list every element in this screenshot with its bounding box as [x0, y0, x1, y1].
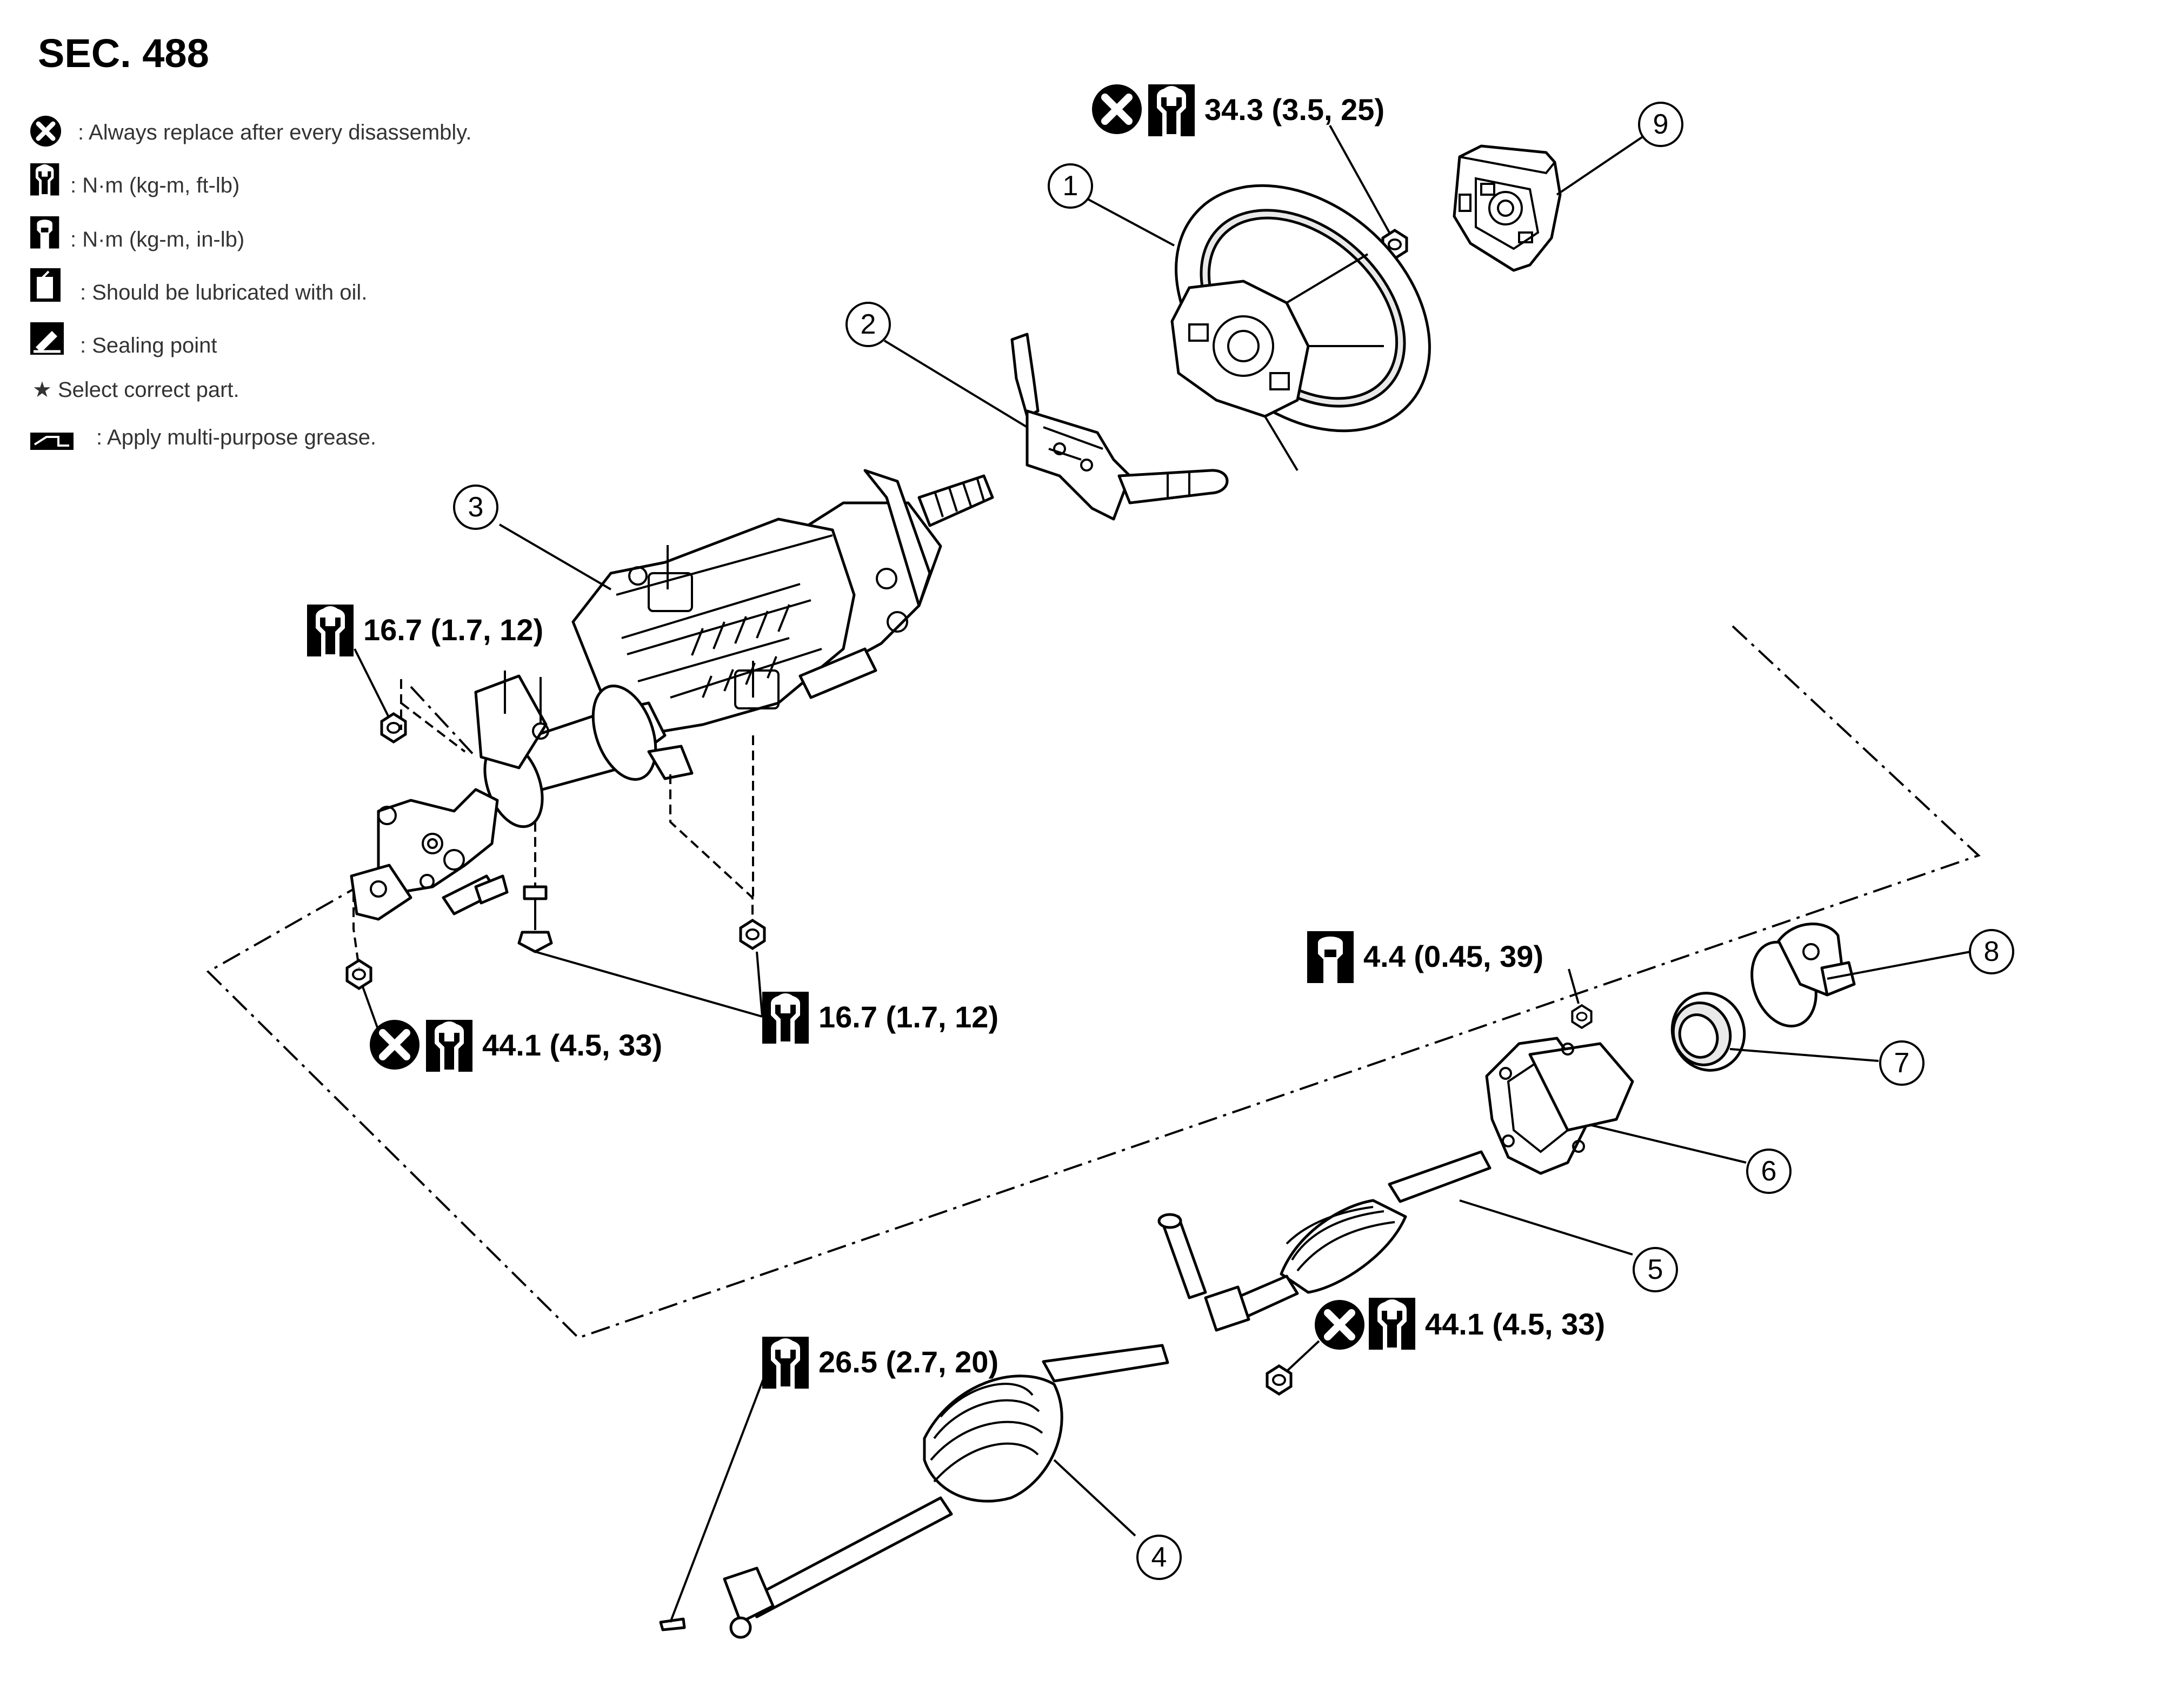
steering-column-assembly	[474, 469, 994, 828]
combination-switch	[1010, 333, 1229, 521]
torque-wrench-ft-lb-icon	[1369, 1298, 1415, 1350]
legend-item-select-part: ★ Select correct part.	[32, 378, 239, 402]
callout-6: 6	[1746, 1149, 1792, 1194]
torque-label-steering-wheel-nut: 34.3 (3.5, 25)	[1092, 84, 1384, 136]
torque-label-column-upper-nut: 16.7 (1.7, 12)	[307, 605, 543, 656]
svg-text:34.3 (3.5, 25): 34.3 (3.5, 25)	[1204, 92, 1384, 127]
svg-text:44.1 (4.5, 33): 44.1 (4.5, 33)	[1425, 1307, 1605, 1341]
svg-text:26.5 (2.7, 20): 26.5 (2.7, 20)	[818, 1345, 998, 1379]
callout-3: 3	[453, 485, 498, 530]
replace-x-icon	[1092, 84, 1142, 134]
svg-text:44.1 (4.5, 33): 44.1 (4.5, 33)	[482, 1028, 662, 1062]
svg-text:3: 3	[468, 492, 484, 523]
legend-item-torque-in-lb: : N·m (kg-m, in-lb)	[70, 228, 244, 251]
column-lower-nut	[741, 920, 764, 948]
alignment-line	[352, 679, 754, 968]
hole-cover	[1485, 1037, 1634, 1175]
legend-item-replace: : Always replace after every disassembly…	[78, 121, 471, 144]
replace-x-icon	[1315, 1300, 1364, 1350]
section-title: SEC. 488	[38, 31, 209, 76]
leader-lines	[354, 125, 1971, 1623]
oil-can-icon	[30, 268, 61, 302]
torque-wrench-ft-lb-icon	[1148, 84, 1195, 136]
torque-wrench-ft-lb-icon	[762, 992, 809, 1044]
torque-wrench-ft-lb-icon	[307, 605, 354, 656]
legend-item-sealing: : Sealing point	[80, 334, 217, 357]
torque-wrench-in-lb-icon	[30, 216, 59, 249]
callout-7: 7	[1879, 1040, 1925, 1086]
svg-text:5: 5	[1648, 1254, 1663, 1285]
clamp	[1750, 922, 1856, 1028]
torque-wrench-in-lb-icon	[1307, 931, 1354, 983]
grease-icon	[30, 433, 74, 450]
hole-cover-nut	[1572, 1005, 1591, 1028]
legend-item-torque-ft-lb: : N·m (kg-m, ft-lb)	[70, 174, 239, 197]
svg-text:6: 6	[1761, 1156, 1777, 1187]
torque-wrench-ft-lb-icon	[30, 163, 59, 196]
svg-text:1: 1	[1063, 170, 1078, 202]
svg-text:16.7 (1.7, 12): 16.7 (1.7, 12)	[818, 1000, 998, 1034]
callout-4: 4	[1136, 1535, 1182, 1580]
torque-label-gear-joint-bolt: 26.5 (2.7, 20)	[762, 1337, 998, 1389]
svg-text:8: 8	[1984, 936, 2000, 967]
upper-universal-joint	[350, 788, 509, 921]
svg-text:4: 4	[1151, 1542, 1167, 1573]
svg-text:7: 7	[1894, 1047, 1910, 1079]
lower-shaft	[659, 1344, 1169, 1639]
callout-5: 5	[1633, 1247, 1678, 1292]
callout-8: 8	[1969, 929, 2014, 974]
svg-text:4.4 (0.45, 39): 4.4 (0.45, 39)	[1363, 939, 1543, 973]
seal	[1670, 992, 1746, 1072]
svg-text:9: 9	[1653, 109, 1669, 140]
replace-x-icon	[370, 1020, 420, 1070]
assembly-boundary-line-upper	[410, 686, 477, 758]
torque-label-lower-joint-bolt: 44.1 (4.5, 33)	[1315, 1298, 1605, 1350]
upper-joint-bolt-nut	[347, 960, 371, 988]
replace-x-icon	[30, 116, 61, 147]
intermediate-shaft	[1157, 1150, 1491, 1332]
callout-2: 2	[845, 302, 891, 347]
sealing-point-icon	[30, 322, 64, 355]
legend: : Always replace after every disassembly…	[30, 116, 471, 450]
callout-9: 9	[1638, 102, 1683, 147]
air-bag-module	[1453, 144, 1562, 272]
torque-label-column-lower-bolts: 16.7 (1.7, 12)	[762, 992, 998, 1044]
column-lower-bolt	[517, 885, 553, 953]
svg-text:16.7 (1.7, 12): 16.7 (1.7, 12)	[363, 613, 543, 647]
legend-item-lubricate: : Should be lubricated with oil.	[80, 281, 367, 304]
torque-wrench-ft-lb-icon	[426, 1020, 472, 1072]
torque-wrench-ft-lb-icon	[762, 1337, 809, 1389]
assembly-boundary-line	[206, 625, 1981, 1339]
torque-label-hole-cover-nut: 4.4 (0.45, 39)	[1307, 931, 1543, 983]
torque-label-upper-joint-bolt: 44.1 (4.5, 33)	[370, 1020, 662, 1072]
legend-item-grease: : Apply multi-purpose grease.	[96, 426, 376, 449]
svg-text:2: 2	[861, 309, 876, 340]
steering-wheel	[1170, 184, 1431, 472]
callout-1: 1	[1048, 163, 1093, 209]
